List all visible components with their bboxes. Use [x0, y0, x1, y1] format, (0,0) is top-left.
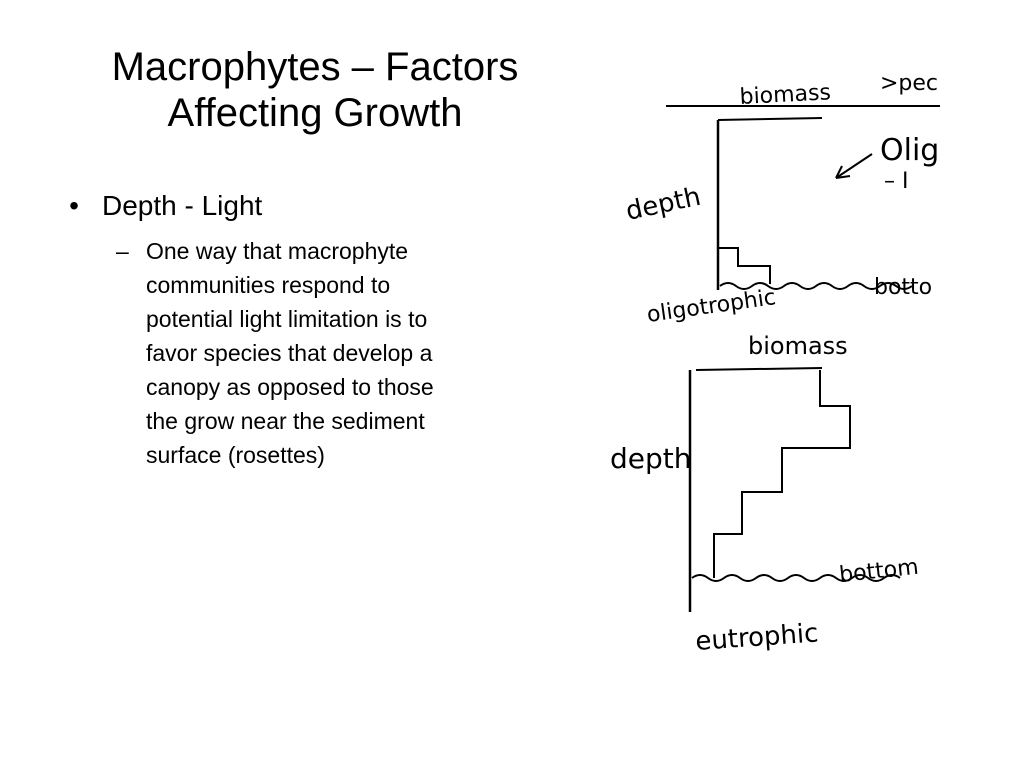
bottom-depth-label: depth — [610, 442, 692, 475]
top-panel: biomass >pec botto depth oligotrophic Ol… — [623, 71, 940, 328]
bullet-marker: • — [69, 190, 79, 221]
bottom-bottom-line — [691, 574, 901, 582]
sub-bullet-marker: – — [116, 238, 129, 264]
slide-title-line2: Affecting Growth — [167, 91, 463, 135]
eutrophic-label: eutrophic — [694, 618, 819, 657]
slide-title-line1: Macrophytes – Factors — [111, 45, 519, 89]
bullet-depth-light: • Depth - Light — [60, 188, 480, 224]
top-cutoff-label: >pec — [880, 71, 938, 96]
bullet-text: Depth - Light — [102, 190, 263, 221]
bottom-biomass-label: biomass — [748, 332, 848, 360]
bottom-biomass-profile — [713, 370, 851, 578]
oligotrophic-label: oligotrophic — [645, 285, 777, 328]
top-biomass-label: biomass — [739, 80, 832, 110]
sub-bullet-text: One way that macrophyte communities resp… — [146, 238, 434, 468]
top-callout-label: Olig — [880, 133, 939, 168]
top-bottom-line — [719, 282, 913, 290]
top-callout-label2: – I — [884, 169, 908, 194]
bottom-surface-line — [695, 367, 823, 371]
top-biomass-profile — [718, 247, 771, 284]
top-callout-arrow — [835, 153, 873, 179]
top-surface-tick — [717, 117, 823, 121]
bottom-panel: biomass bottom depth eutrophic — [610, 332, 920, 657]
bullet-list: • Depth - Light – One way that macrophyt… — [60, 188, 480, 472]
slide-title: Macrophytes – Factors Affecting Growth — [60, 44, 570, 136]
hand-drawn-depth-biomass-diagram: biomass >pec botto depth oligotrophic Ol… — [610, 71, 940, 657]
sub-bullet: – One way that macrophyte communities re… — [60, 234, 466, 472]
top-depth-label: depth — [623, 182, 703, 227]
bottom-bottom-label: bottom — [838, 555, 920, 588]
top-bottom-label: botto — [874, 275, 932, 300]
